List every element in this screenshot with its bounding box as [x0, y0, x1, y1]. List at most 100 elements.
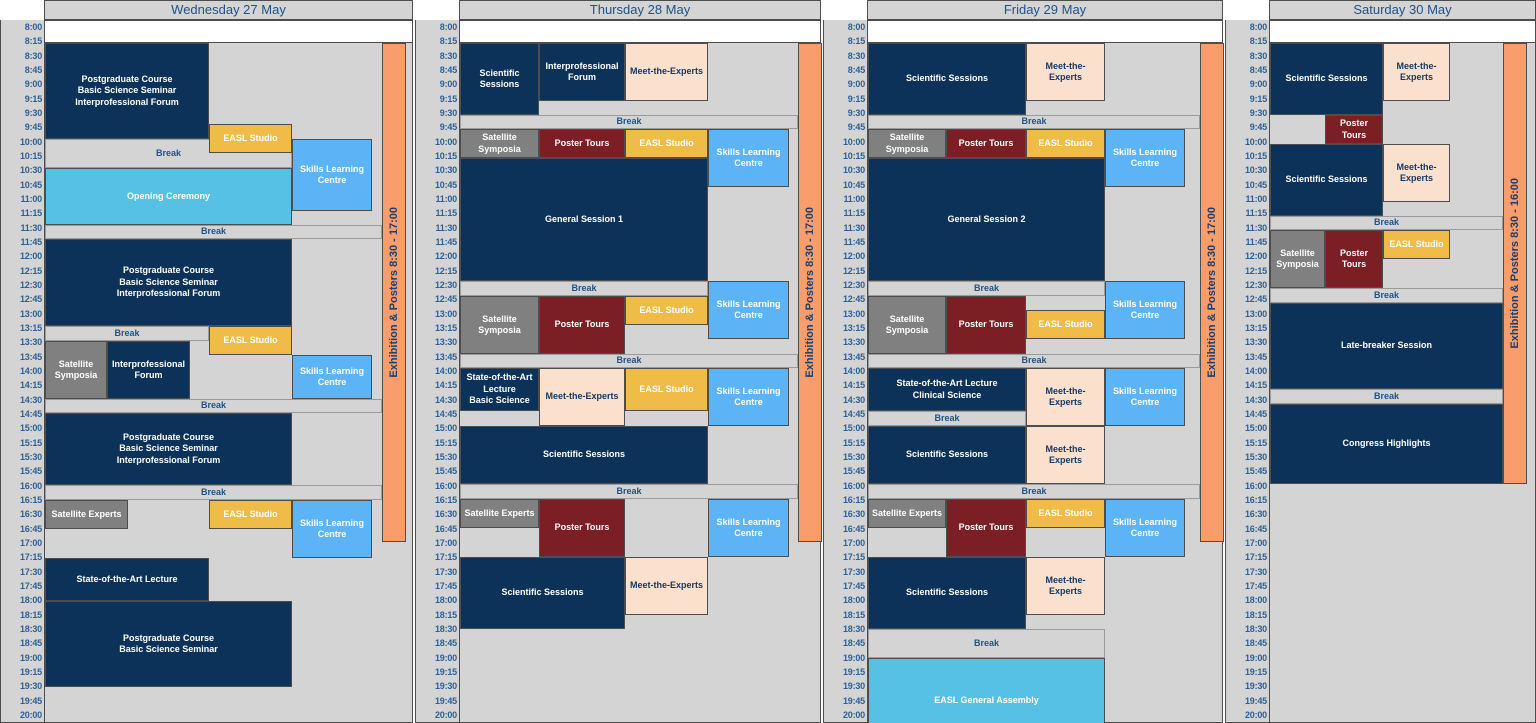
session-block-satellite-symposia-midday[interactable]: Satellite Symposia — [1270, 230, 1325, 288]
session-block-satellite-symposia-morning[interactable]: Satellite Symposia — [460, 129, 539, 158]
session-block-easl-studio-midday[interactable]: EASL Studio — [1026, 310, 1105, 339]
session-block-poster-tours-midday[interactable]: Poster Tours — [1325, 230, 1383, 288]
session-block-state-of-the-art-lecture-clinical[interactable]: State-of-the-Art Lecture Clinical Scienc… — [868, 368, 1026, 411]
session-block-general-session-1[interactable]: General Session 1 — [460, 158, 708, 281]
session-block-skills-learning-centre-evening[interactable]: Skills Learning Centre — [1105, 499, 1185, 557]
session-block-break-1[interactable]: Break — [460, 115, 798, 129]
session-block-scientific-sessions-evening[interactable]: Scientific Sessions — [460, 557, 625, 629]
session-block-scientific-sessions-afternoon[interactable]: Scientific Sessions — [460, 426, 708, 484]
session-block-break-2[interactable]: Break — [45, 225, 382, 239]
session-block-break-3[interactable]: Break — [45, 326, 209, 341]
session-block-skills-learning-centre-afternoon[interactable]: Skills Learning Centre — [1105, 368, 1185, 426]
time-label: 12:00 — [19, 251, 42, 262]
schedule-canvas-wednesday: Postgraduate Course Basic Science Semina… — [44, 20, 413, 723]
session-block-congress-highlights[interactable]: Congress Highlights — [1270, 404, 1503, 484]
session-block-poster-tours-midday[interactable]: Poster Tours — [539, 296, 625, 354]
session-block-skills-learning-centre-morning[interactable]: Skills Learning Centre — [1105, 129, 1185, 187]
session-block-postgraduate-course-morning[interactable]: Postgraduate Course Basic Science Semina… — [45, 43, 209, 139]
time-label: 12:15 — [842, 265, 865, 276]
session-block-meet-the-experts-evening[interactable]: Meet-the- Experts — [1026, 557, 1105, 615]
session-block-break-5[interactable]: Break — [868, 484, 1200, 499]
session-block-poster-tours-morning[interactable]: Poster Tours — [539, 129, 625, 158]
session-block-scientific-sessions-afternoon[interactable]: Scientific Sessions — [868, 426, 1026, 484]
exhibition-posters-bar-wednesday[interactable]: Exhibition & Posters 8:30 - 17:00 — [382, 43, 406, 542]
session-block-break-3[interactable]: Break — [460, 354, 798, 368]
session-block-break-1[interactable]: Break — [868, 115, 1200, 129]
session-block-skills-learning-centre-midday[interactable]: Skills Learning Centre — [708, 281, 789, 339]
session-block-poster-tours-morning[interactable]: Poster Tours — [946, 129, 1026, 158]
session-block-skills-learning-centre-morning[interactable]: Skills Learning Centre — [292, 139, 372, 211]
session-block-break-4[interactable]: Break — [45, 399, 382, 413]
time-label: 17:45 — [434, 580, 457, 591]
session-block-break-3[interactable]: Break — [868, 354, 1200, 368]
session-block-break-6[interactable]: Break — [868, 629, 1105, 658]
session-block-easl-studio-midday[interactable]: EASL Studio — [625, 296, 708, 325]
session-block-satellite-symposia-morning[interactable]: Satellite Symposia — [868, 129, 946, 158]
session-block-scientific-sessions-morning[interactable]: Scientific Sessions — [460, 43, 539, 115]
session-block-easl-studio-morning[interactable]: EASL Studio — [209, 124, 292, 153]
session-block-poster-tours-evening[interactable]: Poster Tours — [539, 499, 625, 557]
session-block-meet-the-experts-midmorning[interactable]: Meet-the- Experts — [1383, 144, 1450, 202]
session-block-satellite-experts-evening[interactable]: Satellite Experts — [868, 499, 946, 528]
session-block-interprofessional-forum-afternoon[interactable]: Interprofessional Forum — [107, 341, 190, 399]
session-block-scientific-sessions-midmorning[interactable]: Scientific Sessions — [1270, 144, 1383, 216]
session-block-skills-learning-centre-afternoon[interactable]: Skills Learning Centre — [708, 368, 789, 426]
session-block-break-2[interactable]: Break — [868, 281, 1105, 296]
time-label: 18:30 — [1244, 623, 1267, 634]
session-block-late-breaker-session[interactable]: Late-breaker Session — [1270, 303, 1503, 389]
session-block-easl-general-assembly[interactable]: EASL General Assembly — [868, 658, 1105, 723]
exhibition-posters-bar-friday[interactable]: Exhibition & Posters 8:30 - 17:00 — [1200, 43, 1224, 542]
exhibition-posters-bar-saturday[interactable]: Exhibition & Posters 8:30 - 16:00 — [1503, 43, 1527, 484]
session-block-meet-the-experts-morning[interactable]: Meet-the- Experts — [1383, 43, 1450, 101]
session-block-break-5[interactable]: Break — [45, 485, 382, 500]
session-block-meet-the-experts-afternoon[interactable]: Meet-the-Experts — [539, 368, 625, 426]
session-block-satellite-experts-evening[interactable]: Satellite Experts — [45, 500, 128, 529]
session-block-meet-the-experts-morning[interactable]: Meet-the- Experts — [1026, 43, 1105, 101]
day-header-saturday: Saturday 30 May — [1269, 0, 1536, 20]
session-block-poster-tours-evening[interactable]: Poster Tours — [946, 499, 1026, 557]
session-block-meet-the-experts-afternoon[interactable]: Meet-the- Experts — [1026, 368, 1105, 426]
session-block-postgraduate-course-evening[interactable]: Postgraduate Course Basic Science Semina… — [45, 601, 292, 687]
time-label: 10:45 — [434, 179, 457, 190]
session-block-state-of-the-art-lecture[interactable]: State-of-the-Art Lecture — [45, 558, 209, 601]
session-block-scientific-sessions-morning[interactable]: Scientific Sessions — [868, 43, 1026, 115]
session-block-interprofessional-forum-morning[interactable]: Interprofessional Forum — [539, 43, 625, 101]
time-label: 14:00 — [434, 365, 457, 376]
exhibition-posters-bar-thursday[interactable]: Exhibition & Posters 8:30 - 17:00 — [798, 43, 822, 542]
session-block-break-2[interactable]: Break — [1270, 288, 1503, 303]
session-block-meet-the-experts-evening[interactable]: Meet-the-Experts — [625, 557, 708, 615]
session-block-meet-the-experts-late[interactable]: Meet-the- Experts — [1026, 426, 1105, 484]
session-block-general-session-2[interactable]: General Session 2 — [868, 158, 1105, 281]
session-block-satellite-experts-evening[interactable]: Satellite Experts — [460, 499, 539, 528]
session-block-postgraduate-course-afternoon[interactable]: Postgraduate Course Basic Science Semina… — [45, 413, 292, 485]
session-block-easl-studio-afternoon[interactable]: EASL Studio — [625, 368, 708, 411]
session-block-postgraduate-course-midday[interactable]: Postgraduate Course Basic Science Semina… — [45, 239, 292, 326]
session-block-break-4[interactable]: Break — [868, 411, 1026, 426]
session-block-opening-ceremony[interactable]: Opening Ceremony — [45, 168, 292, 225]
session-block-skills-learning-centre-afternoon[interactable]: Skills Learning Centre — [292, 355, 372, 399]
session-block-easl-studio-midday[interactable]: EASL Studio — [1383, 230, 1450, 259]
time-label: 17:00 — [1244, 537, 1267, 548]
session-block-easl-studio-morning[interactable]: EASL Studio — [1026, 129, 1105, 158]
session-block-break-1[interactable]: Break — [1270, 216, 1503, 230]
session-block-poster-tours-morning[interactable]: Poster Tours — [1325, 115, 1383, 144]
session-block-scientific-sessions-evening[interactable]: Scientific Sessions — [868, 557, 1026, 629]
session-block-scientific-sessions-morning[interactable]: Scientific Sessions — [1270, 43, 1383, 115]
session-block-poster-tours-midday[interactable]: Poster Tours — [946, 296, 1026, 354]
session-block-satellite-symposia-afternoon[interactable]: Satellite Symposia — [45, 341, 107, 399]
session-block-skills-learning-centre-morning[interactable]: Skills Learning Centre — [708, 129, 789, 187]
session-block-skills-learning-centre-midday[interactable]: Skills Learning Centre — [1105, 281, 1185, 339]
session-block-easl-studio-evening[interactable]: EASL Studio — [209, 500, 292, 529]
session-block-break-2[interactable]: Break — [460, 281, 708, 296]
session-block-satellite-symposia-midday[interactable]: Satellite Symposia — [868, 296, 946, 354]
session-block-skills-learning-centre-evening[interactable]: Skills Learning Centre — [708, 499, 789, 557]
session-block-break-3[interactable]: Break — [1270, 389, 1503, 404]
session-block-meet-the-experts-morning[interactable]: Meet-the-Experts — [625, 43, 708, 101]
session-block-skills-learning-centre-evening[interactable]: Skills Learning Centre — [292, 500, 372, 558]
session-block-satellite-symposia-midday[interactable]: Satellite Symposia — [460, 296, 539, 354]
session-block-easl-studio-evening[interactable]: EASL Studio — [1026, 499, 1105, 528]
session-block-easl-studio-afternoon[interactable]: EASL Studio — [209, 326, 292, 355]
session-block-break-4[interactable]: Break — [460, 484, 798, 499]
session-block-state-of-the-art-lecture-basic[interactable]: State-of-the-Art Lecture Basic Science — [460, 368, 539, 411]
session-block-easl-studio-morning[interactable]: EASL Studio — [625, 129, 708, 158]
